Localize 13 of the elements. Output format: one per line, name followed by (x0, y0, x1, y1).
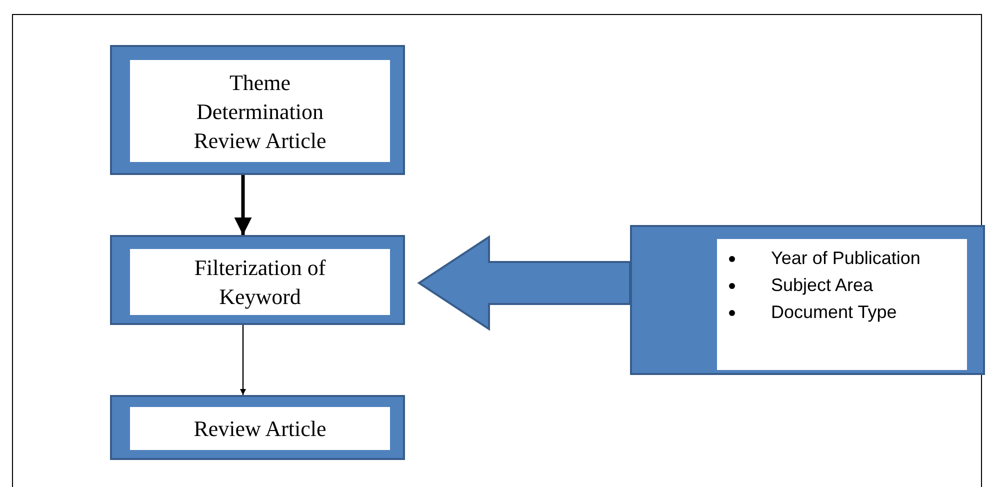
list-item-text: Year of Publication (771, 247, 921, 270)
process-box (110, 395, 405, 460)
arrow (240, 325, 246, 395)
arrow (234, 175, 252, 235)
box-text: Filterization of Keyword (193, 254, 327, 311)
process-box (110, 235, 405, 325)
list-item-text: Subject Area (771, 274, 874, 297)
box-text: Review Article (192, 415, 328, 443)
block-arrow (417, 235, 631, 331)
list-item-text: Document Type (771, 301, 898, 324)
process-box (630, 225, 985, 375)
box-text: Theme Determination Review Article (192, 68, 328, 154)
process-box (110, 45, 405, 175)
